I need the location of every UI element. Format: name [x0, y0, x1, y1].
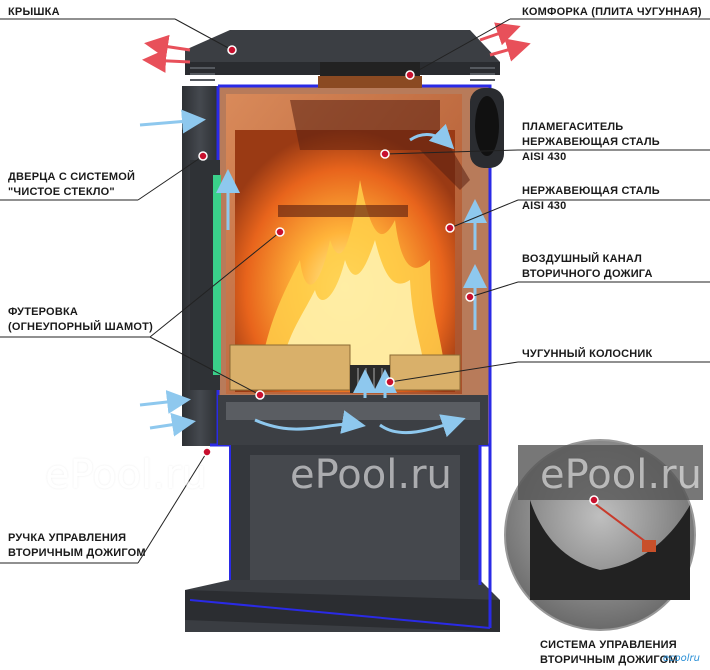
label-air-channel: ВОЗДУШНЫЙ КАНАЛ ВТОРИЧНОГО ДОЖИГА	[522, 252, 653, 282]
label-lid: КРЫШКА	[8, 5, 60, 20]
stove-lid	[185, 30, 500, 81]
label-damper-line2: НЕРЖАВЕЮЩАЯ СТАЛЬ	[522, 136, 660, 148]
label-lid-text: КРЫШКА	[8, 6, 60, 18]
label-door-line1: ДВЕРЦА С СИСТЕМОЙ	[8, 171, 136, 183]
corner-watermark: ecoolru	[662, 653, 700, 664]
glass-door	[190, 160, 221, 390]
stove-stand	[185, 445, 500, 632]
flue-pipe	[470, 88, 504, 168]
label-damper-line1: ПЛАМЕГАСИТЕЛЬ	[522, 121, 624, 133]
label-system: СИСТЕМА УПРАВЛЕНИЯ ВТОРИЧНЫМ ДОЖИГОМ	[540, 638, 678, 668]
firebricks	[229, 344, 461, 391]
label-lining-line1: ФУТЕРОВКА	[8, 306, 79, 318]
hot-air-arrows	[142, 22, 531, 73]
label-damper-line3: AISI 430	[522, 151, 567, 163]
label-handle-line2: ВТОРИЧНЫМ ДОЖИГОМ	[8, 547, 146, 559]
cold-air-arrows	[139, 109, 487, 438]
label-door-line2: "ЧИСТОЕ СТЕКЛО"	[8, 186, 115, 198]
label-channel-line2: ВТОРИЧНОГО ДОЖИГА	[522, 268, 653, 280]
inset-detail-circle	[504, 439, 703, 631]
label-lining: ФУТЕРОВКА (ОГНЕУПОРНЫЙ ШАМОТ)	[8, 305, 153, 335]
label-damper: ПЛАМЕГАСИТЕЛЬ НЕРЖАВЕЮЩАЯ СТАЛЬ AISI 430	[522, 120, 660, 165]
label-steel-line2: AISI 430	[522, 200, 567, 212]
label-grate: ЧУГУННЫЙ КОЛОСНИК	[522, 347, 652, 362]
label-door: ДВЕРЦА С СИСТЕМОЙ "ЧИСТОЕ СТЕКЛО"	[8, 170, 135, 200]
label-steel-line1: НЕРЖАВЕЮЩАЯ СТАЛЬ	[522, 185, 660, 197]
label-steel: НЕРЖАВЕЮЩАЯ СТАЛЬ AISI 430	[522, 184, 660, 214]
watermark: ePool.ru	[540, 452, 702, 498]
label-handle: РУЧКА УПРАВЛЕНИЯ ВТОРИЧНЫМ ДОЖИГОМ	[8, 531, 146, 561]
label-system-line2: ВТОРИЧНЫМ ДОЖИГОМ	[540, 654, 678, 666]
watermark: ePool.ru	[290, 452, 452, 498]
leader-lines	[0, 18, 710, 564]
label-handle-line1: РУЧКА УПРАВЛЕНИЯ	[8, 532, 127, 544]
label-hotplate-text: КОМФОРКА (ПЛИТА ЧУГУННАЯ)	[522, 6, 702, 18]
flame-damper	[278, 100, 470, 217]
label-grate-text: ЧУГУННЫЙ КОЛОСНИК	[522, 348, 653, 360]
marker-dots	[198, 45, 599, 505]
label-channel-line1: ВОЗДУШНЫЙ КАНАЛ	[522, 253, 643, 265]
hotplate	[318, 76, 422, 88]
label-system-line1: СИСТЕМА УПРАВЛЕНИЯ	[540, 639, 677, 651]
label-lining-line2: (ОГНЕУПОРНЫЙ ШАМОТ)	[8, 321, 153, 333]
watermark: ePool.ru	[45, 452, 207, 498]
label-hotplate: КОМФОРКА (ПЛИТА ЧУГУННАЯ)	[522, 5, 702, 20]
